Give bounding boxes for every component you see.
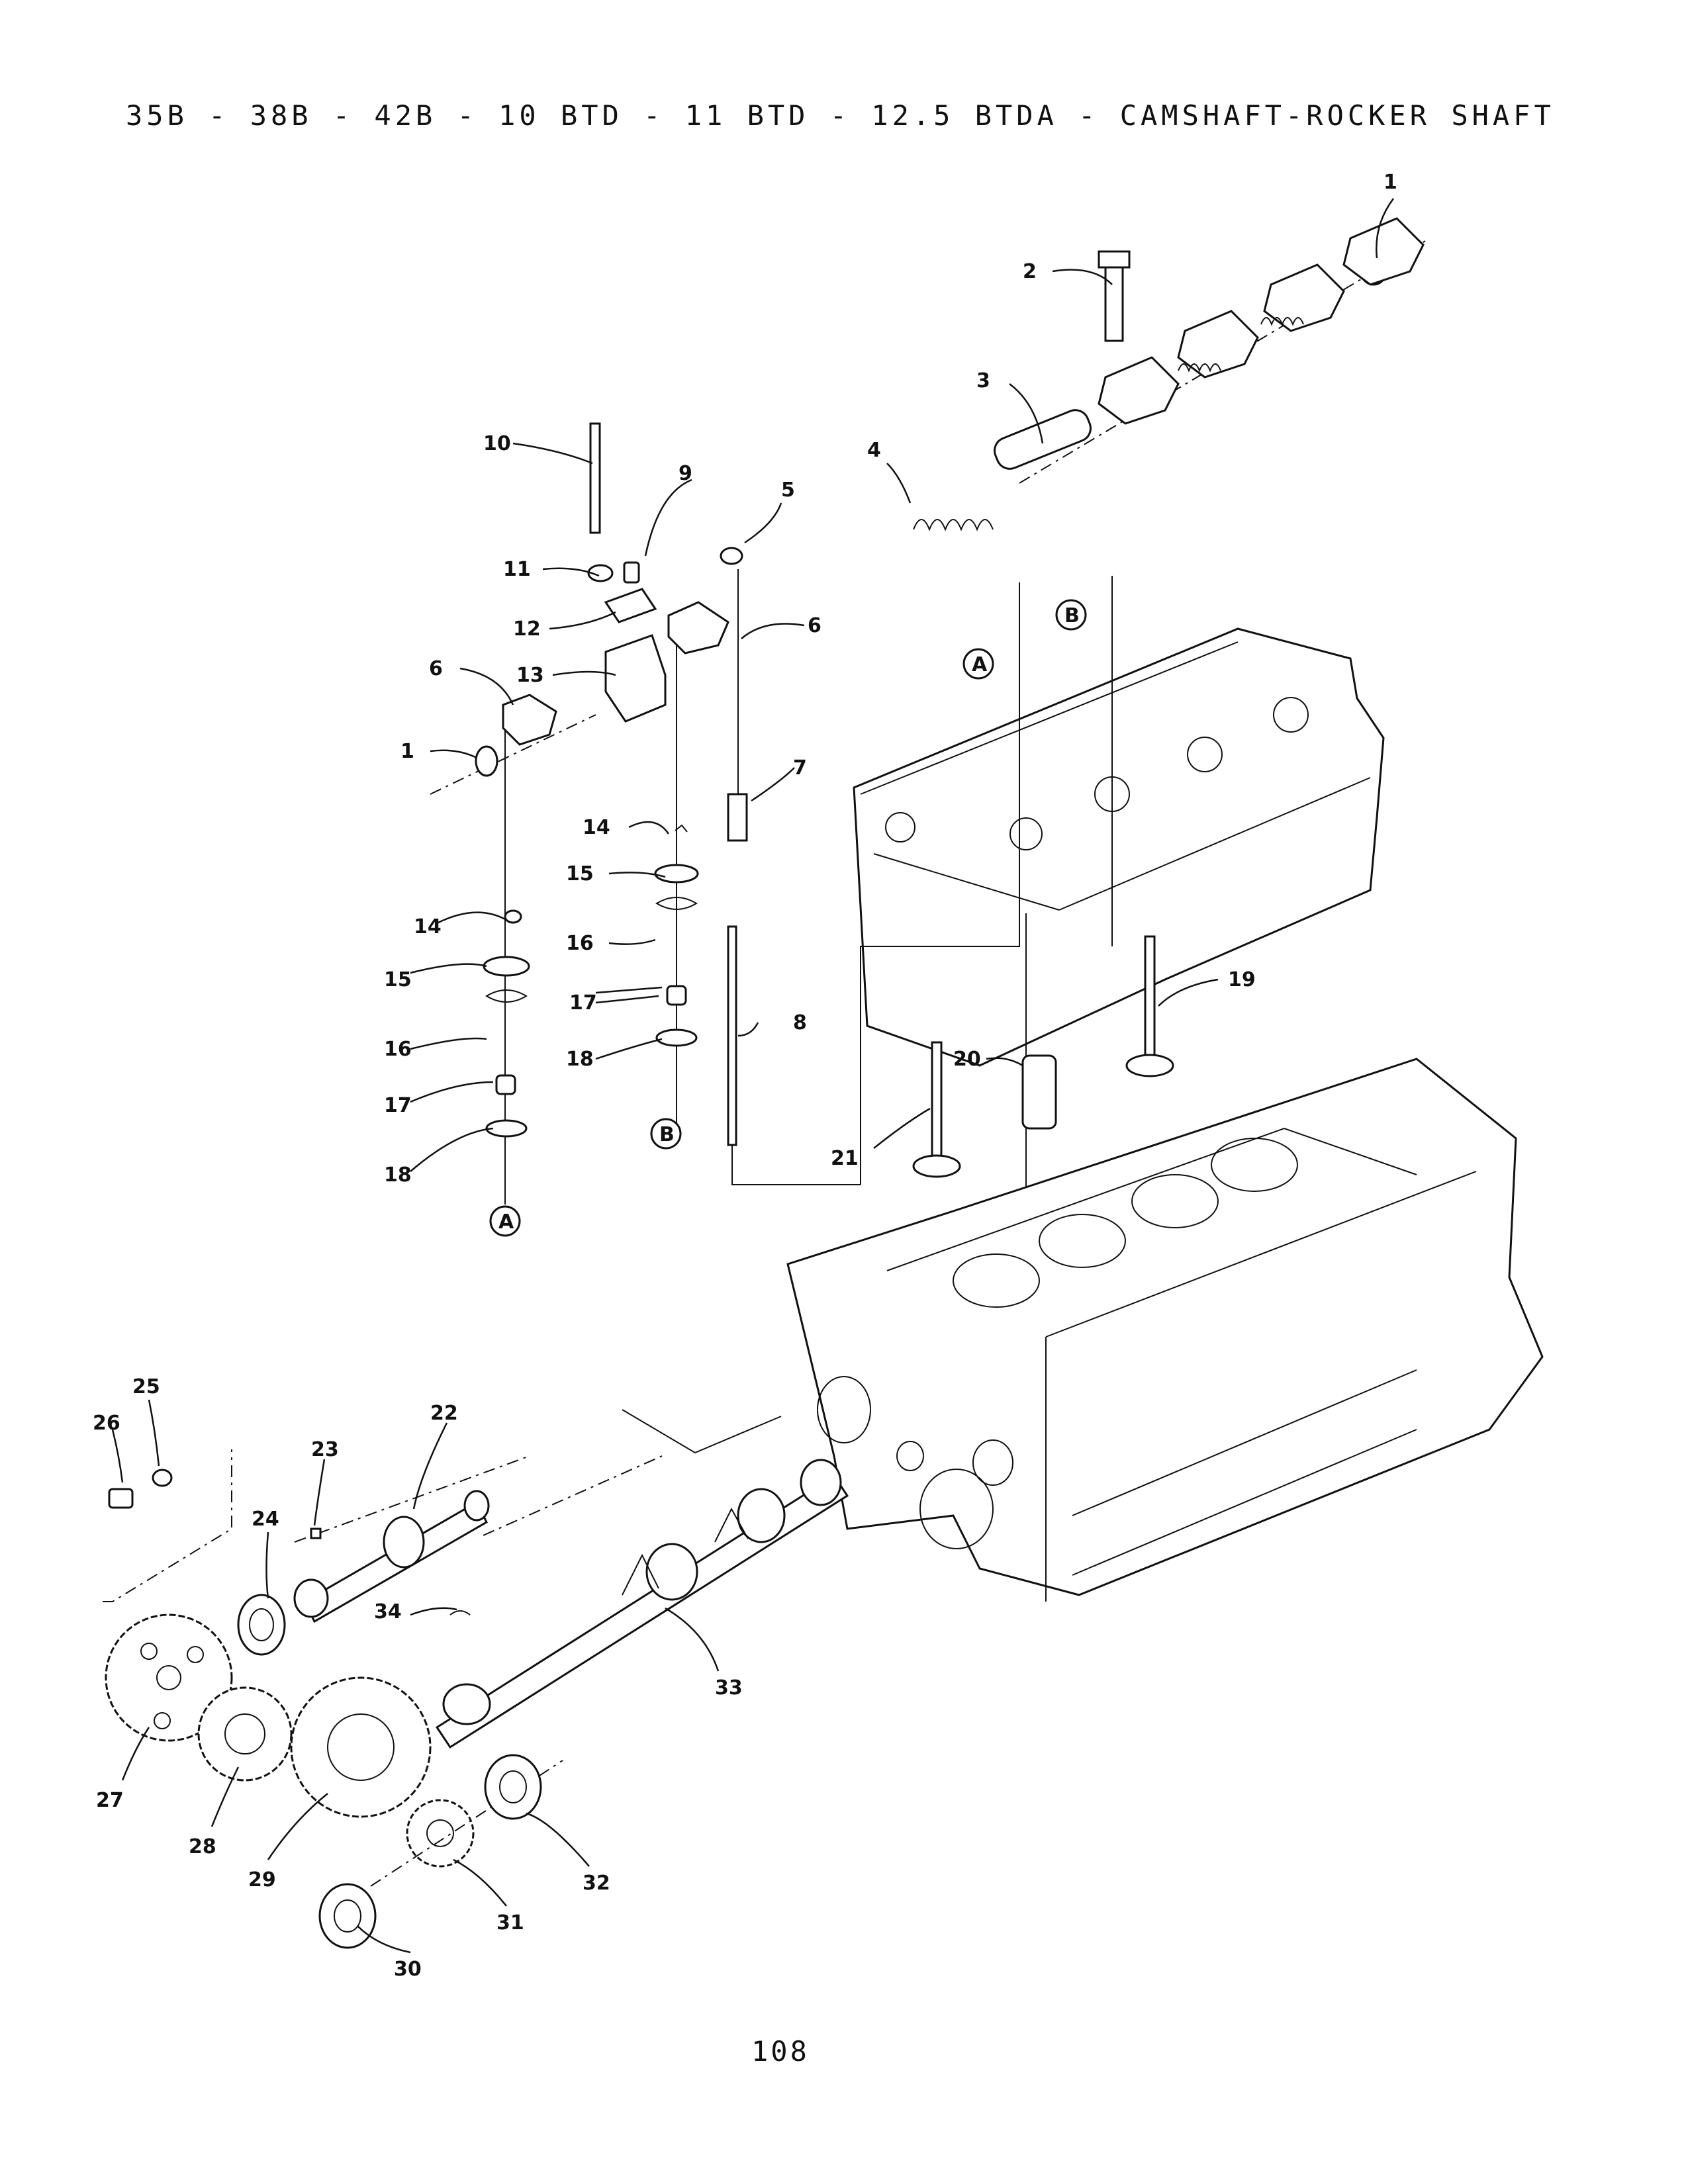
callout-8: 8: [793, 1011, 807, 1034]
callout-25: 25: [132, 1375, 160, 1398]
callout-24: 24: [252, 1508, 279, 1531]
rocker-arm: [1098, 217, 1425, 425]
callout-23: 23: [311, 1438, 339, 1461]
camshaft-assembly: [103, 1409, 849, 1949]
callout-30: 30: [394, 1958, 422, 1981]
callout-3: 3: [976, 369, 990, 392]
callout-10: 10: [483, 432, 511, 455]
ref-b-top: B: [1064, 604, 1080, 627]
callout-7: 7: [793, 756, 807, 780]
reference-markers: A B B A: [489, 599, 1087, 1237]
callout-20: 20: [953, 1048, 981, 1071]
idler-gear-small: [197, 1686, 293, 1782]
callout-4: 4: [867, 439, 881, 462]
crankshaft-gear: [290, 1676, 432, 1818]
callout-15-right: 15: [566, 862, 594, 886]
callout-29: 29: [248, 1868, 276, 1891]
callout-14-left: 14: [414, 915, 442, 938]
drive-gear-large: [105, 1614, 233, 1742]
callout-27: 27: [96, 1789, 124, 1812]
page-number: 108: [751, 2035, 810, 2068]
valve-train-left: [430, 694, 596, 1205]
cylinder-head: [853, 576, 1385, 1218]
bearing-rear: [484, 1754, 542, 1820]
ref-a-bottom: A: [498, 1210, 514, 1234]
leader-lines: [111, 198, 1395, 1954]
bearing-front: [318, 1883, 377, 1949]
rocker-shaft-assembly: [913, 217, 1430, 531]
callout-16-left: 16: [384, 1038, 412, 1061]
callout-15-left: 15: [384, 968, 412, 991]
callout-19: 19: [1228, 968, 1256, 991]
callout-32: 32: [583, 1872, 610, 1895]
callout-2: 2: [1023, 260, 1037, 283]
callout-22: 22: [430, 1402, 458, 1425]
callout-1-top: 1: [1383, 171, 1397, 194]
callout-18-right: 18: [566, 1048, 594, 1071]
callout-33: 33: [715, 1676, 743, 1700]
callout-6-left: 6: [429, 657, 443, 680]
callout-labels: 1 2 3 4 5 6 6 1 7 8 9 10 11 12 13 14 15 …: [93, 171, 1397, 1981]
pump-gear: [406, 1799, 475, 1868]
callout-16-right: 16: [566, 932, 594, 955]
callout-12: 12: [513, 617, 541, 641]
engine-block: [786, 1058, 1544, 1602]
callout-6-right: 6: [808, 614, 821, 637]
callout-26: 26: [93, 1412, 120, 1435]
bolt-and-washer: [108, 1469, 173, 1509]
callout-34: 34: [374, 1600, 402, 1623]
camshaft-short: [293, 1490, 490, 1623]
callout-17-right: 17: [569, 991, 597, 1015]
ref-b-bottom: B: [659, 1123, 675, 1146]
callout-14-right: 14: [583, 816, 610, 839]
callout-11: 11: [503, 558, 531, 581]
callout-28: 28: [189, 1835, 216, 1858]
callout-18-left: 18: [384, 1163, 412, 1187]
callout-21: 21: [831, 1147, 859, 1170]
page-title: 35B - 38B - 42B - 10 BTD - 11 BTD - 12.5…: [126, 99, 1555, 132]
bearing: [237, 1594, 286, 1656]
valves: [912, 935, 1174, 1178]
callout-13: 13: [516, 664, 544, 687]
callout-9: 9: [679, 462, 692, 485]
callout-1-left: 1: [400, 740, 414, 763]
callout-31: 31: [496, 1911, 524, 1934]
valve-train-middle: [587, 422, 861, 1185]
callout-17-left: 17: [384, 1094, 412, 1117]
camshaft: [435, 1459, 849, 1749]
ref-a-top: A: [972, 653, 988, 676]
callout-5: 5: [781, 478, 795, 502]
